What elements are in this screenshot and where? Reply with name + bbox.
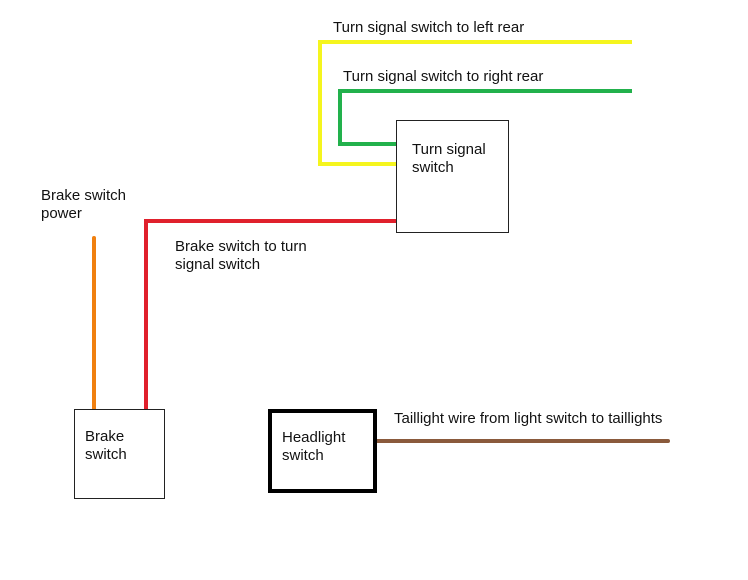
brake-power-label: Brake switch power xyxy=(41,187,127,222)
brake-to-turn-label: Brake switch to turn signal switch xyxy=(175,238,307,273)
headlight-switch-label: Headlight switch xyxy=(282,429,346,464)
taillight-label: Taillight wire from light switch to tail… xyxy=(394,410,663,427)
wire-left-rear xyxy=(318,40,632,166)
headlight-switch-box: Headlight switch xyxy=(268,409,377,493)
wire-brake-to-turn xyxy=(144,219,396,410)
turn-signal-switch-label: Turn signal switch xyxy=(412,141,486,176)
wire-right-rear xyxy=(338,89,632,146)
brake-switch-label: Brake switch xyxy=(85,428,127,463)
brake-switch-box: Brake switch xyxy=(74,409,165,499)
turn-signal-switch-box: Turn signal switch xyxy=(396,120,509,233)
right-rear-label: Turn signal switch to right rear xyxy=(343,68,544,85)
left-rear-label: Turn signal switch to left rear xyxy=(333,19,525,36)
